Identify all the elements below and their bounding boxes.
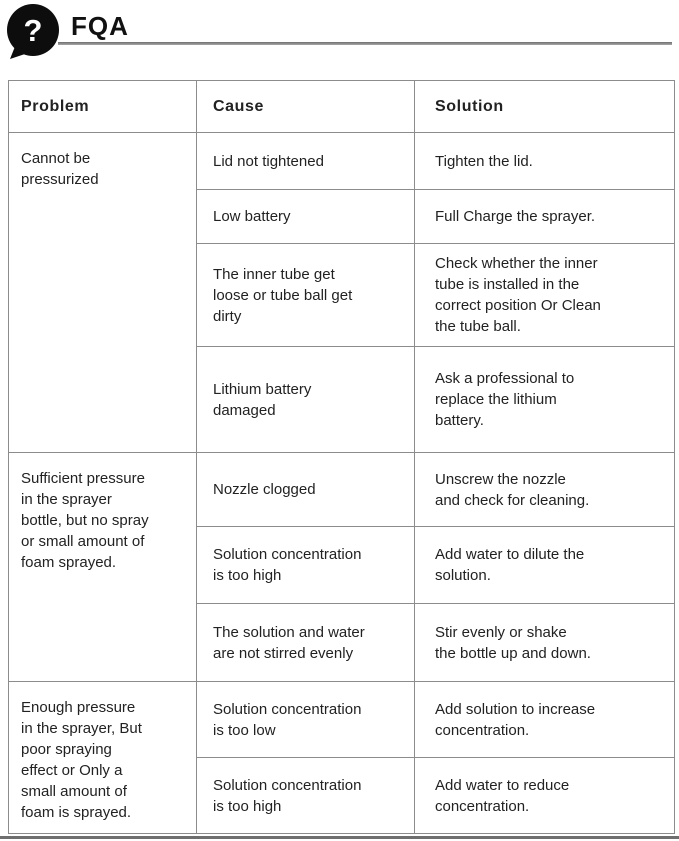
column-header-problem: Problem: [8, 80, 197, 133]
faq-header: ? FQA: [0, 0, 679, 70]
table-row: Sufficient pressure in the sprayer bottl…: [8, 452, 675, 682]
question-mark-glyph: ?: [24, 13, 43, 48]
solution-cell: Full Charge the sprayer.: [414, 189, 675, 244]
table-row: The inner tube get loose or tube ball ge…: [9, 243, 675, 347]
cause-cell: Lithium battery damaged: [196, 346, 415, 453]
cause-cell: Low battery: [196, 189, 415, 244]
table-row: Cannot be pressurized Lid not tightened …: [8, 132, 675, 453]
faq-table: Problem Cause Solution Cannot be pressur…: [8, 80, 675, 834]
table-row: Solution concentration is too high Add w…: [9, 757, 675, 834]
problem-cell-group3: Enough pressure in the sprayer, But poor…: [8, 681, 197, 834]
table-row: The solution and water are not stirred e…: [9, 603, 675, 682]
page-title: FQA: [71, 11, 129, 41]
column-header-solution: Solution: [414, 80, 675, 133]
table-header-row: Problem Cause Solution: [8, 80, 675, 133]
question-speech-bubble-icon: ?: [6, 4, 60, 60]
solution-cell: Stir evenly or shake the bottle up and d…: [414, 603, 675, 682]
header-underline: [58, 42, 672, 45]
cause-cell: Solution concentration is too low: [196, 681, 415, 758]
page-edge-line: [0, 836, 679, 839]
cause-cell: The inner tube get loose or tube ball ge…: [196, 243, 415, 347]
solution-cell: Unscrew the nozzle and check for cleanin…: [414, 452, 675, 527]
column-header-cause: Cause: [196, 80, 415, 133]
solution-cell: Add water to dilute the solution.: [414, 526, 675, 604]
solution-cell: Add water to reduce concentration.: [414, 757, 675, 834]
solution-cell: Tighten the lid.: [414, 132, 675, 190]
solution-cell: Check whether the inner tube is installe…: [414, 243, 675, 347]
table-row: Solution concentration is too high Add w…: [9, 526, 675, 604]
problem-cell-group2: Sufficient pressure in the sprayer bottl…: [8, 452, 197, 682]
solution-cell: Add solution to increase concentration.: [414, 681, 675, 758]
cause-cell: Solution concentration is too high: [196, 526, 415, 604]
table-row: Lithium battery damaged Ask a profession…: [9, 346, 675, 453]
cause-cell: Lid not tightened: [196, 132, 415, 190]
table-row: Enough pressure in the sprayer, But poor…: [8, 681, 675, 834]
solution-cell: Ask a professional to replace the lithiu…: [414, 346, 675, 453]
problem-cell-group1: Cannot be pressurized: [8, 132, 197, 453]
cause-cell: Nozzle clogged: [196, 452, 415, 527]
cause-cell: Solution concentration is too high: [196, 757, 415, 834]
cause-cell: The solution and water are not stirred e…: [196, 603, 415, 682]
